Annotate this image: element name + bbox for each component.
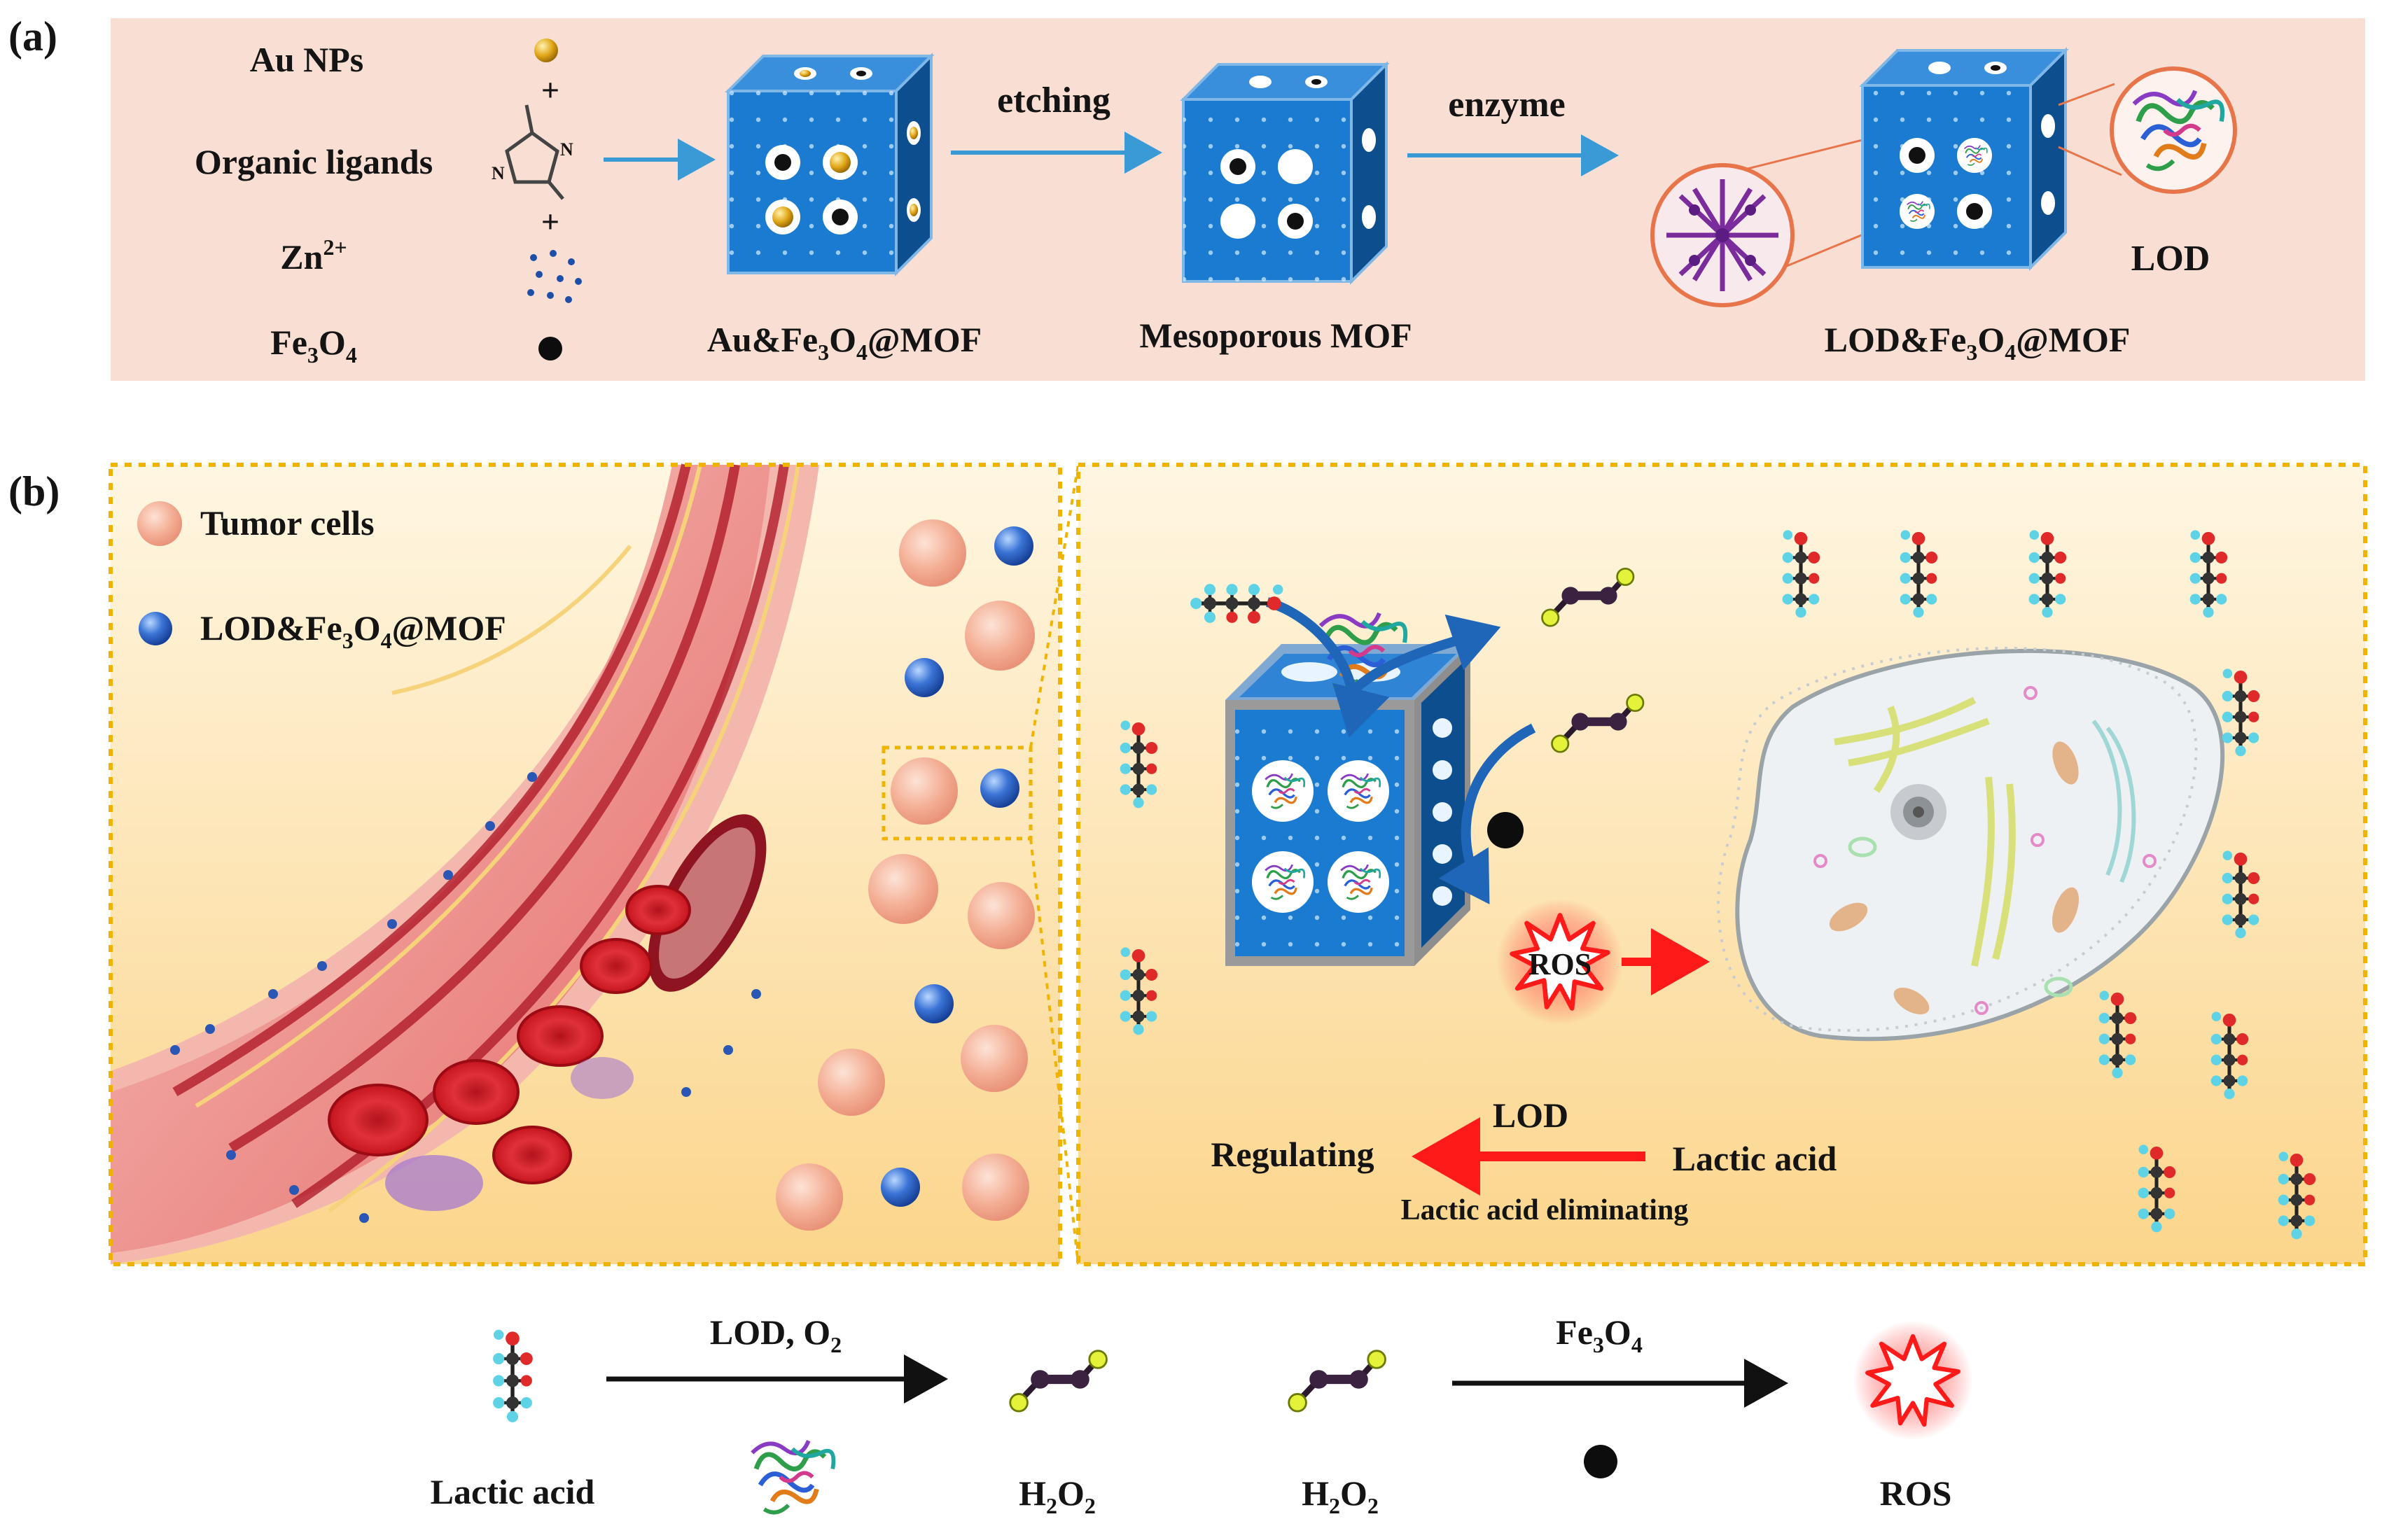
label-lactic-acid-eliminating: Lactic acid eliminating bbox=[1401, 1194, 1689, 1226]
zoom-line-bottom bbox=[1029, 838, 1080, 1265]
au-nanoparticle-icon bbox=[534, 38, 558, 62]
label-regulating: Regulating bbox=[1211, 1135, 1374, 1174]
legend-mof-icon bbox=[139, 612, 172, 645]
blood-vessel-illustration bbox=[111, 463, 819, 1264]
label-lactic-acid-b: Lactic acid bbox=[1673, 1139, 1837, 1178]
plus-sign-2: + bbox=[541, 204, 559, 239]
caption-lod-fe3o4-mof: LOD&Fe3O4@MOF bbox=[1825, 320, 2131, 365]
reaction-label-h2o2-2: H2O2 bbox=[1302, 1474, 1379, 1518]
label-etching: etching bbox=[997, 80, 1110, 120]
zoom-line-top bbox=[1029, 464, 1080, 748]
legend-tumor-cell-icon bbox=[137, 501, 182, 546]
imidazole-ligand-icon: N N bbox=[492, 104, 573, 200]
reaction-ros-burst-icon bbox=[1853, 1321, 1973, 1441]
panel-a: (a) Au NPs Organic ligands Zn2+ Fe3O4 + … bbox=[8, 13, 2365, 381]
reaction-lod-enzyme-icon bbox=[752, 1441, 833, 1512]
panel-b-right-border bbox=[1076, 463, 2367, 1266]
cube-au-fe3o4-mof bbox=[725, 52, 935, 276]
panel-a-label: (a) bbox=[8, 13, 57, 59]
reaction-label-ros: ROS bbox=[1880, 1474, 1952, 1513]
label-enzyme: enzyme bbox=[1448, 85, 1565, 125]
tumor-cell-illustration bbox=[1717, 647, 2224, 1042]
caption-au-fe3o4-mof: Au&Fe3O4@MOF bbox=[707, 320, 982, 365]
mof-reactor-cube bbox=[1225, 597, 1536, 966]
panel-b-label: (b) bbox=[8, 468, 60, 514]
reaction-condition-fe3o4: Fe3O4 bbox=[1556, 1312, 1643, 1357]
input-fe3o4: Fe3O4 bbox=[270, 323, 357, 368]
label-lod-b: LOD bbox=[1493, 1096, 1568, 1135]
reaction-fe3o4-particle bbox=[1584, 1445, 1617, 1478]
plus-sign: + bbox=[541, 72, 559, 108]
fe3o4-particle-icon bbox=[538, 337, 562, 360]
svg-text:N: N bbox=[492, 163, 505, 183]
zoom-selection-box bbox=[882, 746, 1033, 841]
panel-b: (b) bbox=[8, 463, 2367, 1266]
input-au-nps: Au NPs bbox=[250, 40, 364, 79]
tumor-cells-group bbox=[776, 519, 1035, 1231]
input-zn: Zn2+ bbox=[280, 234, 347, 276]
label-lod: LOD bbox=[2131, 239, 2210, 279]
fe3o4-particle-b bbox=[1487, 812, 1524, 848]
label-ros-b: ROS bbox=[1528, 947, 1592, 981]
reaction-scheme: Lactic acid LOD, O2 H2O2 H2O2 Fe3O4 ROS bbox=[431, 1312, 1973, 1518]
panel-b-left-border bbox=[109, 463, 1062, 1266]
cube-mesoporous-mof bbox=[1180, 61, 1390, 285]
legend-lod-fe3o4-mof: LOD&Fe3O4@MOF bbox=[200, 608, 506, 653]
reaction-condition-lod-o2: LOD, O2 bbox=[710, 1312, 842, 1357]
reaction-label-lactic-acid: Lactic acid bbox=[431, 1472, 595, 1511]
svg-text:N: N bbox=[560, 139, 573, 160]
cube-lod-fe3o4-mof bbox=[1859, 47, 2069, 271]
zn-ions-icon bbox=[527, 250, 582, 303]
mof-lattice-zoom bbox=[1650, 137, 1869, 307]
reaction-h2o2-molecule-1 bbox=[1010, 1351, 1107, 1411]
caption-mesoporous-mof: Mesoporous MOF bbox=[1139, 316, 1412, 355]
reaction-label-h2o2-1: H2O2 bbox=[1019, 1474, 1096, 1518]
lod-enzyme-zoom bbox=[2058, 66, 2237, 194]
reaction-h2o2-molecule-2 bbox=[1289, 1351, 1386, 1411]
reaction-lactic-acid-molecule bbox=[493, 1330, 533, 1422]
legend-tumor-cells: Tumor cells bbox=[200, 503, 375, 542]
input-organic-ligands: Organic ligands bbox=[195, 142, 433, 181]
